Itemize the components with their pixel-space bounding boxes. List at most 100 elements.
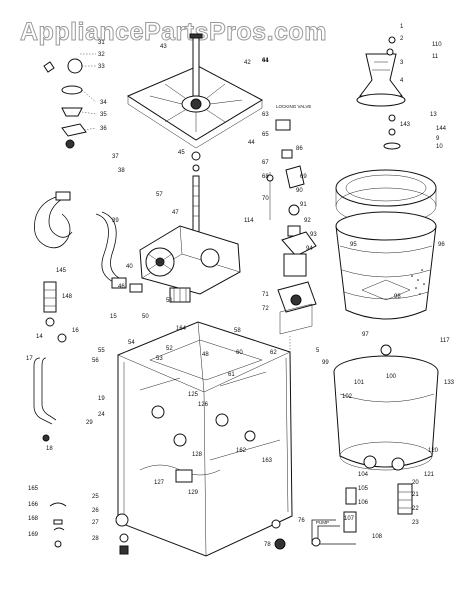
part-label-44: 44 [248,140,255,146]
part-label-63: 63 [262,112,269,118]
drain-pump-assembly [271,483,413,550]
part-label-114: 114 [244,218,254,224]
part-label-37: 37 [112,154,119,160]
part-label-90: 90 [296,188,303,194]
part-label-128: 128 [192,452,203,458]
part-label-21: 21 [412,492,419,498]
part-label-51: 51 [166,298,173,304]
basket-perforations [411,269,425,295]
part-label-127: 127 [154,480,165,486]
part-label-108: 108 [372,534,383,540]
part-label-50: 50 [142,314,149,320]
part-label-148: 148 [62,294,73,300]
part-label-76: 76 [298,518,305,524]
part-label-145: 145 [56,268,67,274]
outer-tub [333,344,439,471]
part-label-48: 48 [202,352,209,358]
part-label-24: 24 [98,412,105,418]
part-label-105: 105 [358,486,369,492]
part-label-56: 56 [92,358,99,364]
part-label-22: 22 [412,506,419,512]
part-label-91: 91 [300,202,307,208]
drive-shaft [192,175,200,237]
part-label-34: 34 [100,100,107,106]
part-label-27: 27 [92,520,99,526]
part-label-106: 106 [358,500,369,506]
part-label-95: 95 [350,242,357,248]
part-label-58: 58 [234,328,241,334]
part-label-4: 4 [400,78,404,84]
part-label-86: 86 [296,146,303,152]
part-label-169: 169 [28,532,39,538]
part-label-62: 62 [270,350,277,356]
part-label-110: 110 [432,42,442,48]
part-label-45: 45 [178,150,185,156]
part-label-11: 11 [432,54,439,60]
part-label-54: 54 [128,340,135,346]
part-label-60: 60 [236,350,243,356]
part-label-5: 5 [316,348,320,354]
watermark: AppliancePartsPros.com [20,18,327,46]
part-label-70: 70 [262,196,269,202]
motor-assembly [277,231,317,352]
part-label-143: 143 [400,122,411,128]
agitator [356,36,406,150]
part-label-33: 33 [98,64,105,70]
part-label-100: 100 [386,374,397,380]
part-label-133: 133 [444,380,455,386]
bottom-left-parts [49,502,129,555]
part-label-19: 19 [98,396,105,402]
part-label-99: 99 [322,360,329,366]
part-label-36: 36 [100,126,107,132]
part-label-97: 97 [362,332,369,338]
part-label-65: 65 [262,132,269,138]
part-label-107: 107 [344,516,355,522]
part-label-68: 68 [262,174,269,180]
part-label-117: 117 [440,338,450,344]
part-label-18: 18 [46,446,53,452]
part-label-165: 165 [28,486,39,492]
part-label-38: 38 [118,168,125,174]
part-label-93: 93 [310,232,317,238]
part-label-121: 121 [424,472,435,478]
part-label-67: 67 [262,160,269,166]
part-label-57: 57 [156,192,163,198]
part-label-25: 25 [92,494,99,500]
water-hose [33,191,143,293]
part-label-39: 39 [112,218,119,224]
part-label-26: 26 [92,508,99,514]
part-label-28: 28 [92,536,99,542]
part-label-29: 29 [86,420,93,426]
part-label-120: 120 [428,448,439,454]
part-label-9: 9 [436,136,440,142]
part-label-42: 42 [244,60,251,66]
part-label-166: 166 [28,502,39,508]
part-label-20: 20 [412,480,419,486]
inlet-valve-left [33,281,67,442]
part-label-96: 96 [438,242,445,248]
part-label-92: 92 [304,218,311,224]
part-label-40: 40 [126,264,133,270]
part-label-71: 71 [262,292,269,298]
part-label-55: 55 [98,348,105,354]
part-label-43: 43 [160,44,167,50]
part-label-94: 94 [306,246,313,252]
part-number-labels: 1234591011131415161718192021222324252627… [26,24,455,548]
note-pump: PUMP [316,520,329,525]
part-label-102: 102 [342,394,353,400]
part-label-32: 32 [98,52,105,58]
part-label-3: 3 [400,60,404,66]
small-parts-top-left [43,53,97,149]
part-label-46: 46 [118,284,125,290]
part-label-64: 64 [262,58,269,64]
part-label-78: 78 [264,542,271,548]
part-label-72: 72 [262,306,269,312]
transmission-mount-plate [126,33,264,172]
part-label-41: 41 [262,58,269,64]
part-label-61: 61 [228,372,235,378]
part-label-31: 31 [98,40,105,46]
part-label-104: 104 [358,472,369,478]
part-label-52: 52 [166,346,173,352]
part-label-14: 14 [36,334,43,340]
